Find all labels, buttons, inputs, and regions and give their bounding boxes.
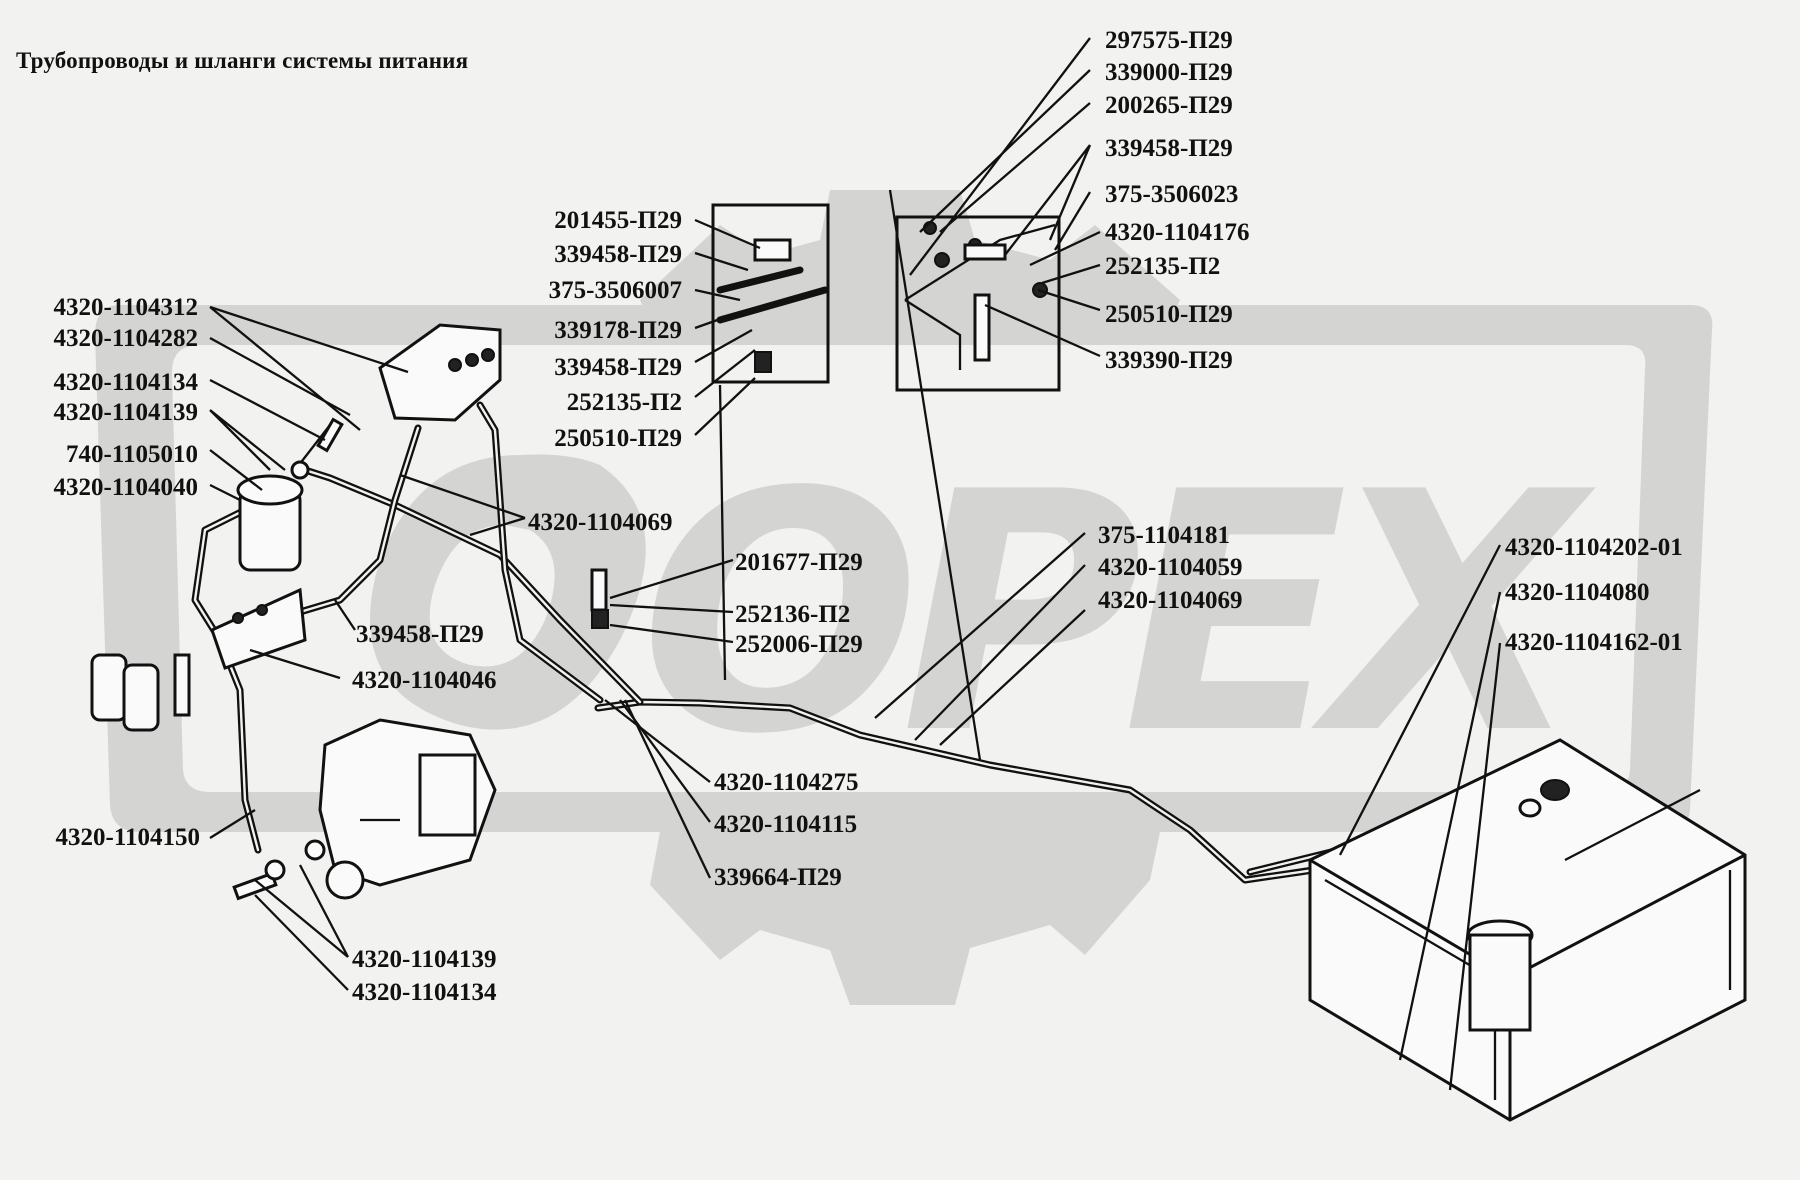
part-label: 200265-П29 [1105, 92, 1233, 119]
part-label: 4320-1104046 [352, 667, 496, 694]
part-labels: 297575-П29 339000-П29 200265-П29 339458-П29… [54, 27, 1683, 1006]
part-label: 339664-П29 [714, 864, 842, 891]
part-label: 375-1104181 [1098, 522, 1230, 549]
part-label: 740-1105010 [66, 441, 198, 468]
part-label: 4320-1104162-01 [1505, 629, 1683, 656]
inset-detail-right [895, 215, 1061, 392]
part-label: 339000-П29 [1105, 59, 1233, 86]
part-label: 375-3506007 [549, 277, 682, 304]
parts [90, 203, 1747, 1122]
part-label: 339458-П29 [1105, 135, 1233, 162]
part-label: 4320-1104202-01 [1505, 534, 1683, 561]
part-label: 4320-1104176 [1105, 219, 1249, 246]
fuel-tank-icon [1308, 738, 1747, 1122]
part-label: 4320-1104282 [54, 325, 198, 352]
watermark-text: OPEX [640, 422, 1596, 806]
part-label: 4320-1104312 [54, 294, 198, 321]
part-label: 4320-1104139 [54, 399, 198, 426]
injection-pump-icon [318, 718, 497, 900]
part-label: 339458-П29 [554, 241, 682, 268]
part-label: 4320-1104139 [352, 946, 496, 973]
part-label: 201677-П29 [735, 549, 863, 576]
leader-lines [209, 37, 1502, 1091]
part-label: 4320-1104275 [714, 769, 858, 796]
part-label: 4320-1104080 [1505, 579, 1649, 606]
part-label: 4320-1104059 [1098, 554, 1242, 581]
part-label: 4320-1104150 [56, 824, 200, 851]
part-label: 252135-П2 [567, 389, 682, 416]
part-label: 339458-П29 [356, 621, 484, 648]
part-label: 252136-П2 [735, 601, 850, 628]
part-label: 297575-П29 [1105, 27, 1233, 54]
part-label: 201455-П29 [554, 207, 682, 234]
part-label: 4320-1104134 [352, 979, 497, 1006]
diagram-title: Трубопроводы и шланги системы питания [16, 48, 469, 73]
bolt-icon [232, 417, 344, 901]
part-label: 4320-1104134 [54, 369, 199, 396]
part-label: 250510-П29 [1105, 301, 1233, 328]
fitting-icon [590, 568, 609, 629]
part-label: 339458-П29 [554, 354, 682, 381]
bracket-icon [210, 587, 307, 670]
part-label: 339390-П29 [1105, 347, 1233, 374]
part-label: 339178-П29 [554, 317, 682, 344]
part-label: 252135-П2 [1105, 253, 1220, 280]
twin-filter-icon [90, 653, 191, 732]
part-label: 4320-1104115 [714, 811, 857, 838]
part-label: 4320-1104069 [1098, 587, 1242, 614]
part-label: 375-3506023 [1105, 181, 1238, 208]
fuel-filter-icon [236, 424, 331, 572]
hand-pump-icon [378, 323, 502, 422]
part-label: 4320-1104069 [528, 509, 672, 536]
part-label: 4320-1104040 [54, 474, 198, 501]
part-label: 252006-П29 [735, 631, 863, 658]
part-label: 250510-П29 [554, 425, 682, 452]
